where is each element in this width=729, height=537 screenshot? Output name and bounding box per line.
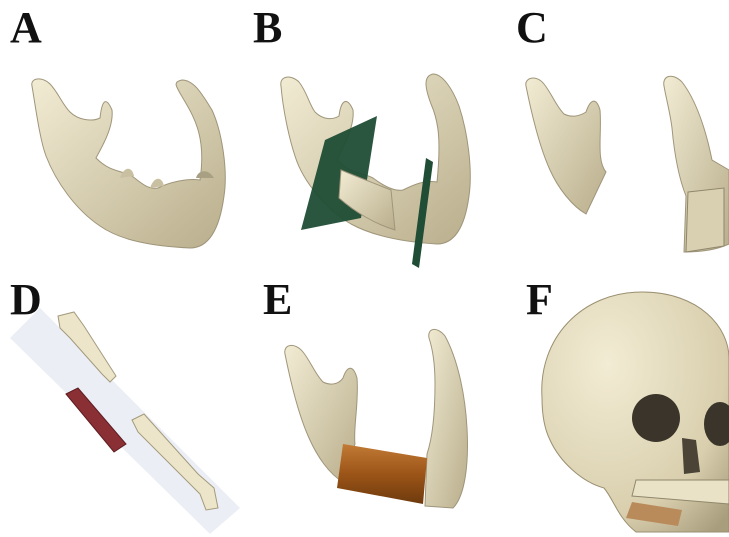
mandible-resected-illustration [486, 0, 729, 268]
panel-e: E [243, 268, 486, 536]
fibula-segments-illustration [0, 268, 243, 536]
panel-d: D [0, 268, 243, 536]
mandible-intact-illustration [0, 0, 243, 268]
panel-f: F [486, 268, 729, 536]
mandible-c-left [526, 78, 606, 214]
resection-surface-c [686, 188, 724, 252]
mandible-e-right [425, 329, 467, 508]
mandible-cutting-planes-illustration [243, 0, 486, 268]
panel-b: B [243, 0, 486, 268]
panel-c: C [486, 0, 729, 268]
panel-a: A [0, 0, 243, 268]
mandible-a [32, 79, 225, 248]
skull-reconstruction-illustration [486, 268, 729, 536]
fibula-graft-e [337, 444, 427, 504]
orbit-left [632, 394, 680, 442]
mandible-with-graft-illustration [243, 268, 486, 536]
